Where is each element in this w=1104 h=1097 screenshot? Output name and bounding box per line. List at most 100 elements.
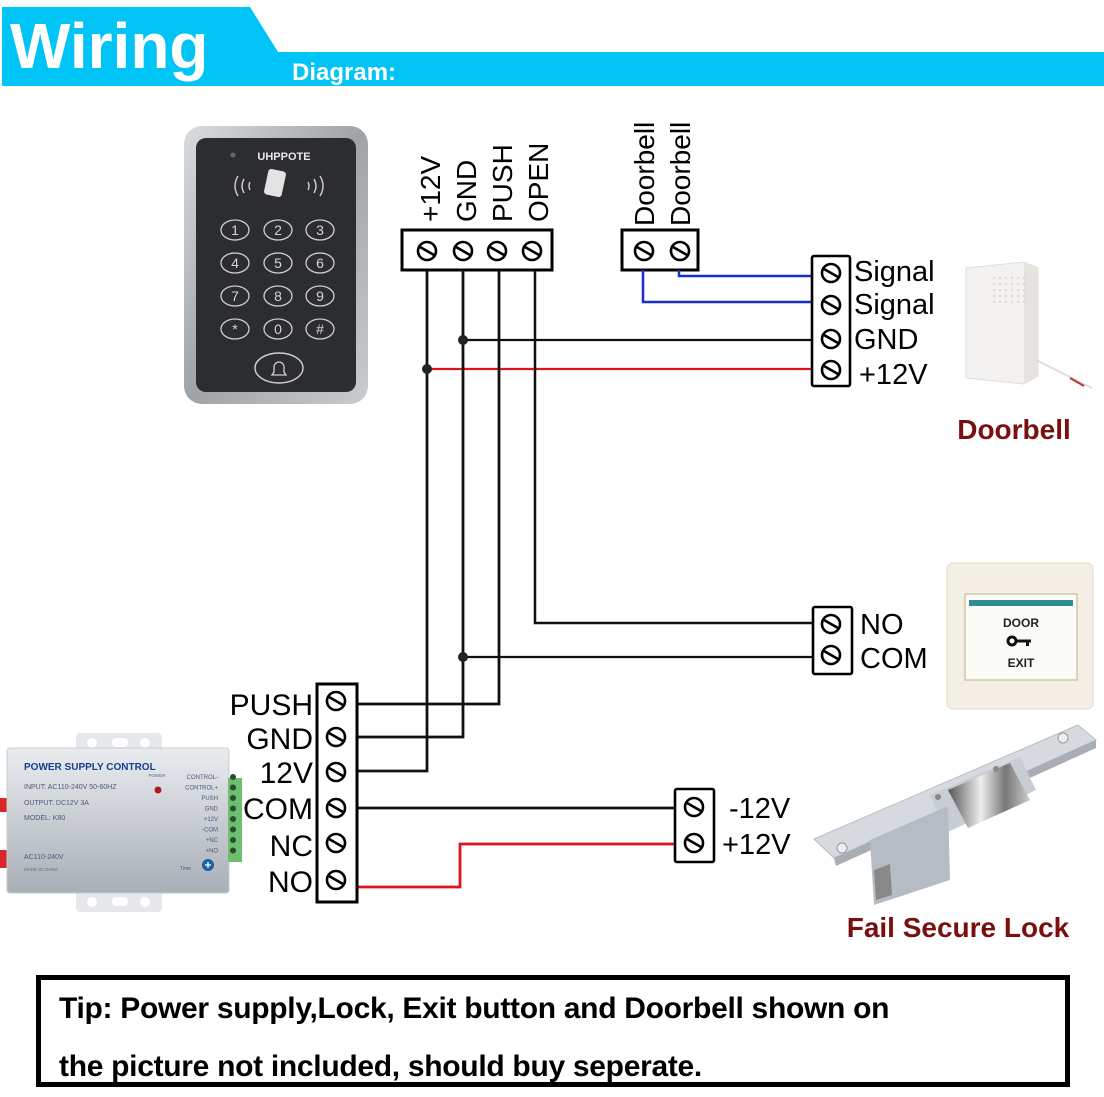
psu-pin-label: +12V: [204, 817, 218, 823]
speaker-hole: [1023, 295, 1025, 297]
psu-device-ac: AC110-240V: [24, 854, 64, 861]
keypad-key: [305, 318, 335, 340]
terminal-label-open: OPEN: [523, 143, 554, 222]
screw-icon: [486, 240, 508, 262]
speaker-hole: [1005, 283, 1007, 285]
exit-button-terminal-block: NO COM: [811, 605, 928, 676]
speaker-grille-icon: [993, 277, 1025, 303]
doorbell-device: Doorbell: [957, 261, 1093, 445]
psu-pin-screw: [230, 847, 236, 854]
doorbell-label-signal-2: Signal: [854, 289, 935, 321]
bell-icon: [270, 361, 288, 376]
psu-label-12v: 12V: [260, 757, 313, 790]
psu-pin-screws: [230, 774, 236, 854]
speaker-hole: [993, 295, 995, 297]
speaker-hole: [1023, 289, 1025, 291]
speaker-hole: [1011, 295, 1013, 297]
rfid-wave-icon: [234, 175, 324, 197]
psu-pin-screw: [230, 784, 236, 791]
screw-icon: [820, 359, 842, 381]
lock-label-neg-12v: -12V: [729, 793, 791, 825]
keypad-key-label: 2: [274, 222, 282, 238]
tip-line-2: the picture not included, should buy sep…: [59, 1050, 702, 1083]
doorbell-key: [254, 352, 304, 384]
keypad-key-label: 9: [316, 288, 324, 304]
psu-pin-screw: [230, 805, 236, 812]
wire-open-to-exit-no: [533, 270, 812, 625]
doorbell-label-12v: +12V: [859, 359, 928, 391]
psu-pin-screw: [230, 826, 236, 833]
exit-plate-top: DOOR: [1003, 616, 1039, 630]
wire-12v: [357, 270, 429, 773]
keypad-key-label: 6: [316, 255, 324, 271]
keypad-key-label: 5: [274, 255, 282, 271]
screw-icon: [820, 328, 842, 350]
speaker-hole: [993, 283, 995, 285]
lock-caption: Fail Secure Lock: [847, 912, 1070, 943]
key-icon: [1006, 635, 1031, 647]
keypad-key-label: 8: [274, 288, 282, 304]
speaker-hole: [1017, 289, 1019, 291]
screw-icon: [820, 294, 842, 316]
speaker-hole: [1005, 295, 1007, 297]
doorbell-label-signal-1: Signal: [854, 256, 935, 288]
screw-icon: [820, 613, 842, 635]
power-supply-terminal-block: PUSH GND 12V COM NC NO: [230, 682, 359, 904]
screw-icon: [452, 240, 474, 262]
keypad-key: [263, 219, 293, 241]
keypad-key: [220, 252, 250, 274]
psu-label-push: PUSH: [230, 689, 313, 722]
screw-icon: [325, 761, 347, 783]
keypad-key-label: *: [232, 321, 238, 337]
doorbell-caption: Doorbell: [957, 414, 1071, 445]
card-icon: [264, 168, 286, 198]
exit-label-no: NO: [860, 609, 904, 641]
screw-icon: [325, 690, 347, 712]
keypad-key: [220, 219, 250, 241]
wire-doorbell-signal-2: [641, 270, 812, 304]
screw-icon: [820, 262, 842, 284]
terminal-label-doorbell-2: Doorbell: [665, 122, 696, 226]
speaker-hole: [999, 283, 1001, 285]
psu-device-made-in: MADE IN CHINA: [24, 867, 58, 872]
speaker-hole: [993, 289, 995, 291]
psu-device-time: Time: [180, 866, 191, 872]
exit-plate-bottom: EXIT: [1008, 656, 1035, 670]
keypad-key: [220, 285, 250, 307]
lock-label-pos-12v: +12V: [722, 829, 791, 861]
speaker-hole: [1017, 295, 1019, 297]
psu-pin-label: +NO: [205, 849, 218, 855]
lock-device: Fail Secure Lock: [813, 724, 1097, 943]
speaker-hole: [999, 301, 1001, 303]
keypad-key-label: 1: [231, 222, 239, 238]
psu-pin-label: CONTROL-: [187, 775, 218, 781]
screw-icon: [683, 796, 705, 818]
psu-pin-screw: [230, 774, 236, 780]
junction-dot: [458, 335, 468, 345]
psu-device-title: POWER SUPPLY CONTROL: [24, 762, 156, 773]
junction-dot: [422, 364, 432, 374]
keypad-key: [220, 318, 250, 340]
keypad-key-label: 4: [231, 255, 239, 271]
psu-pin-screw: [230, 795, 236, 801]
psu-pin-label: -COM: [202, 828, 218, 834]
terminal-label-doorbell-1: Doorbell: [629, 122, 660, 226]
keypad-led-icon: [230, 152, 236, 158]
speaker-hole: [1011, 283, 1013, 285]
wire-gnd: [357, 270, 465, 739]
screw-icon: [521, 240, 543, 262]
keypad-terminal-block: +12V GND PUSH OPEN: [400, 143, 554, 272]
screw-icon: [669, 240, 691, 262]
psu-device-input: INPUT: AC110-240V 50-60HZ: [24, 784, 117, 791]
speaker-hole: [1011, 289, 1013, 291]
header-banner: Wiring Diagram:: [2, 7, 1104, 86]
keypad-key-label: 0: [274, 321, 282, 337]
speaker-hole: [1011, 277, 1013, 279]
tip-line-1: Tip: Power supply,Lock, Exit button and …: [59, 992, 890, 1025]
speaker-hole: [1017, 277, 1019, 279]
terminal-label-push: PUSH: [487, 144, 518, 222]
keypad-key-label: #: [316, 321, 324, 337]
keypad-key: [305, 252, 335, 274]
wires: [357, 270, 812, 889]
power-supply-device: POWER SUPPLY CONTROL INPUT: AC110-240V 5…: [0, 733, 242, 912]
